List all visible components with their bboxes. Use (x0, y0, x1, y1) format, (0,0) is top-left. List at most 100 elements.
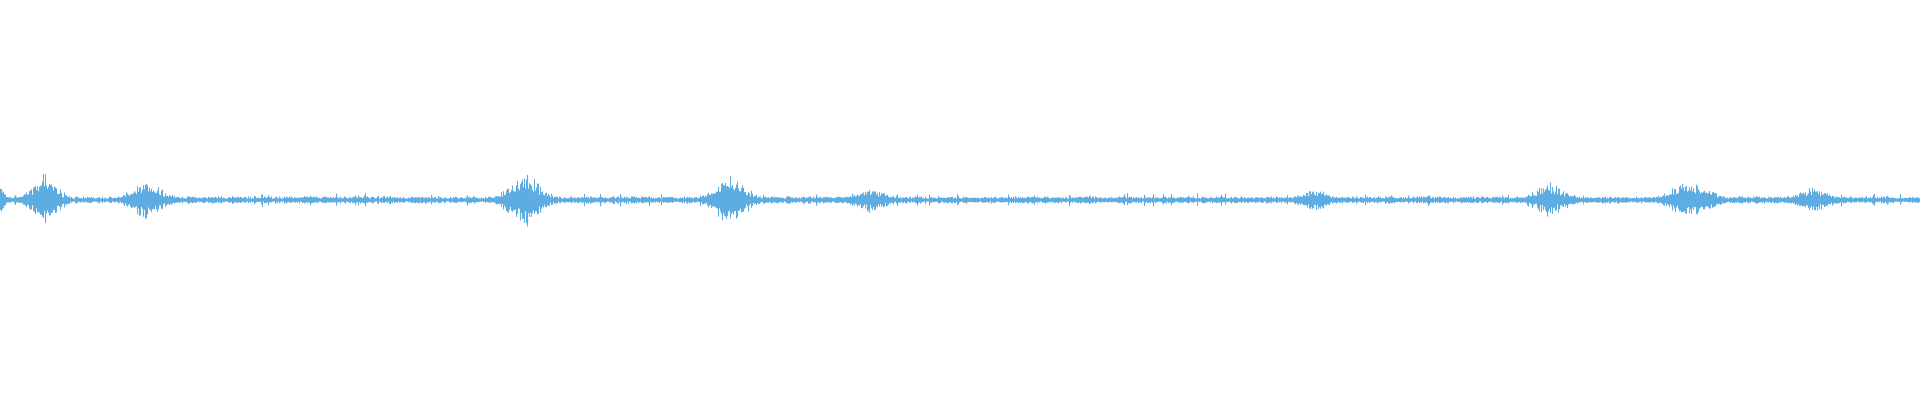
waveform-sample (1009, 197, 1011, 203)
waveform-sample (1474, 198, 1476, 203)
waveform-sample (664, 197, 666, 202)
waveform-sample (345, 196, 347, 204)
waveform-sample (191, 197, 193, 203)
waveform-sample (1273, 197, 1275, 203)
waveform-sample (1313, 191, 1315, 209)
waveform-sample (1822, 194, 1824, 205)
waveform-sample (767, 197, 769, 203)
waveform-sample (1911, 198, 1913, 202)
waveform-sample (1334, 197, 1336, 203)
waveform-sample (1031, 197, 1033, 203)
waveform-sample (706, 196, 708, 203)
waveform-sample (1425, 196, 1427, 203)
waveform-sample (1570, 196, 1572, 204)
waveform-sample (1583, 195, 1585, 205)
waveform-sample (1607, 197, 1609, 203)
waveform-sample (753, 197, 755, 203)
waveform-sample (331, 197, 333, 203)
waveform-sample (1110, 198, 1112, 202)
waveform-sample (1711, 194, 1713, 205)
waveform-sample (1915, 197, 1917, 203)
waveform-sample (1370, 197, 1372, 203)
waveform-sample (1216, 196, 1218, 204)
waveform-sample (1091, 198, 1093, 202)
waveform-sample (1468, 196, 1470, 203)
waveform-sample (922, 198, 924, 202)
waveform-sample (322, 197, 324, 203)
waveform-sample (263, 198, 265, 202)
waveform-sample (1090, 196, 1092, 204)
waveform-sample (1137, 198, 1139, 202)
waveform-sample (58, 194, 60, 206)
waveform-sample (1143, 198, 1145, 202)
waveform-sample (264, 196, 266, 204)
waveform-sample (52, 187, 54, 213)
waveform-sample (115, 198, 117, 202)
waveform-sample (356, 197, 358, 203)
waveform-sample (1121, 197, 1123, 202)
waveform-sample (176, 197, 178, 203)
waveform-sample (1039, 197, 1041, 203)
waveform-sample (1131, 197, 1133, 203)
waveform-sample (1262, 197, 1264, 203)
waveform-sample (1404, 198, 1406, 203)
waveform-sample (874, 191, 876, 210)
waveform-sample (864, 195, 866, 205)
waveform-sample (1489, 197, 1491, 203)
waveform-sample (1856, 197, 1858, 203)
waveform-sample (1070, 196, 1072, 203)
waveform-sample (826, 196, 828, 203)
waveform-sample (1734, 197, 1736, 204)
waveform-sample (1894, 198, 1896, 202)
waveform-sample (1460, 197, 1462, 203)
waveform-sample (489, 196, 491, 203)
waveform-sample (1517, 196, 1519, 203)
waveform-sample (1786, 197, 1788, 203)
waveform-sample (687, 196, 689, 204)
waveform-sample (292, 198, 294, 203)
waveform-sample (287, 197, 289, 203)
waveform-sample (1738, 197, 1740, 203)
waveform-sample (1207, 198, 1209, 203)
waveform-sample (1373, 198, 1375, 202)
waveform-sample (766, 197, 768, 203)
waveform-sample (568, 197, 570, 203)
waveform-sample (253, 198, 255, 202)
waveform-sample (231, 198, 233, 202)
waveform-sample (1870, 197, 1872, 203)
waveform-sample (62, 196, 64, 205)
waveform-sample (640, 198, 642, 202)
waveform-sample (519, 190, 521, 209)
waveform-sample (343, 197, 345, 202)
waveform-sample (1381, 198, 1383, 202)
waveform-sample (1758, 197, 1760, 203)
waveform-sample (315, 197, 317, 202)
waveform-sample (1264, 198, 1266, 202)
waveform-sample (181, 198, 183, 202)
waveform-sample (1190, 197, 1192, 202)
waveform-sample (1625, 196, 1627, 203)
waveform-sample (647, 197, 649, 203)
waveform-sample (1241, 196, 1243, 204)
waveform-sample (1436, 198, 1438, 202)
waveform-sample (1674, 189, 1676, 209)
waveform-sample (911, 198, 913, 202)
waveform-sample (1323, 191, 1325, 209)
waveform-sample (40, 185, 42, 215)
waveform-sample (663, 196, 665, 203)
waveform-sample (90, 197, 92, 203)
waveform-sample (1652, 198, 1654, 202)
waveform-sample (1621, 197, 1623, 203)
waveform-sample (291, 196, 293, 204)
waveform-sample (185, 198, 187, 203)
waveform-sample (1340, 197, 1342, 203)
waveform-sample (85, 197, 87, 203)
waveform-sample (851, 197, 853, 204)
waveform-sample (128, 194, 130, 205)
waveform-sample (1716, 193, 1718, 205)
waveform-sample (787, 196, 789, 204)
waveform-sample (564, 197, 566, 203)
waveform-sample (1125, 197, 1127, 203)
waveform-sample (229, 197, 231, 203)
waveform-sample (1477, 197, 1479, 203)
